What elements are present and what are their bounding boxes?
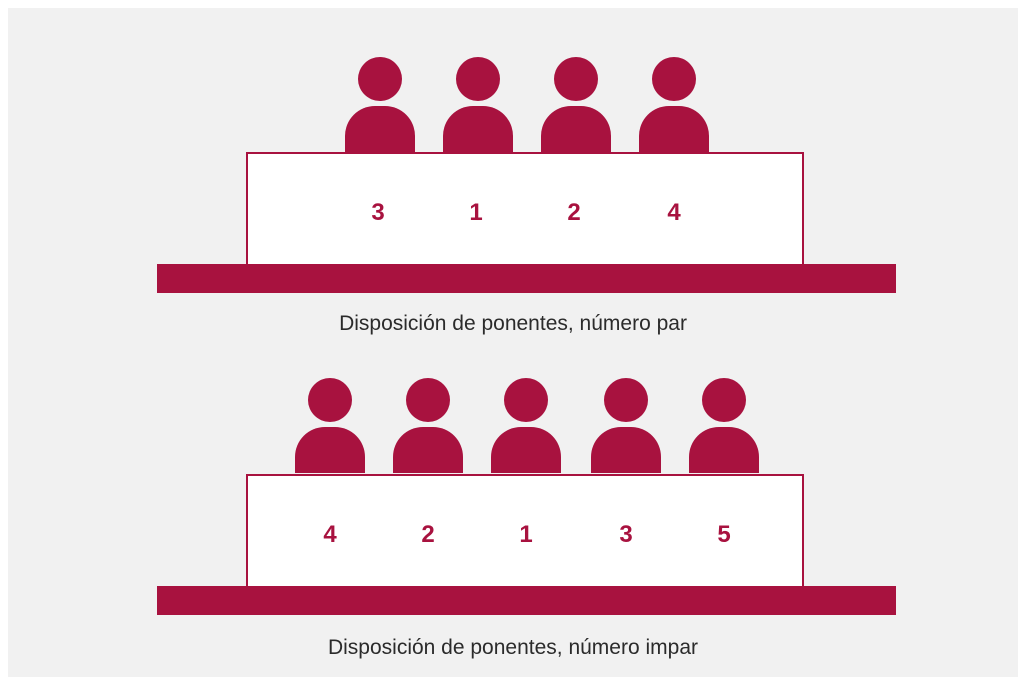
speaker-icon [639,57,709,152]
speaker-head [358,57,402,101]
speaker-icon [345,57,415,152]
seat-number: 3 [619,521,633,548]
seat-number: 2 [567,199,581,226]
speaker-head [702,378,746,422]
seat-number: 4 [667,199,681,226]
speaker-body [591,427,661,473]
speaker-icon [541,57,611,152]
stage-floor [157,264,896,293]
seat-number: 5 [717,521,731,548]
seat-number: 3 [371,199,385,226]
presiding-table [246,474,804,586]
speaker-icon [591,378,661,473]
speaker-icon [491,378,561,473]
speaker-body [689,427,759,473]
speaker-icon [295,378,365,473]
speaker-icon [689,378,759,473]
speaker-icon [393,378,463,473]
speaker-head [456,57,500,101]
speaker-head [554,57,598,101]
speaker-head [604,378,648,422]
speaker-body [393,427,463,473]
seat-number: 2 [421,521,435,548]
speaker-head [504,378,548,422]
stage-floor [157,586,896,615]
speaker-body [443,106,513,152]
speaker-icon [443,57,513,152]
diagram-caption: Disposición de ponentes, número par [339,312,687,335]
speaker-body [295,427,365,473]
seat-number: 1 [519,521,533,548]
speaker-head [308,378,352,422]
speaker-body [491,427,561,473]
speaker-body [639,106,709,152]
speaker-body [541,106,611,152]
seat-number: 1 [469,199,483,226]
presiding-table [246,152,804,264]
speaker-body [345,106,415,152]
seat-number: 4 [323,521,337,548]
speaker-head [652,57,696,101]
diagram-caption: Disposición de ponentes, número impar [327,636,699,659]
speaker-head [406,378,450,422]
